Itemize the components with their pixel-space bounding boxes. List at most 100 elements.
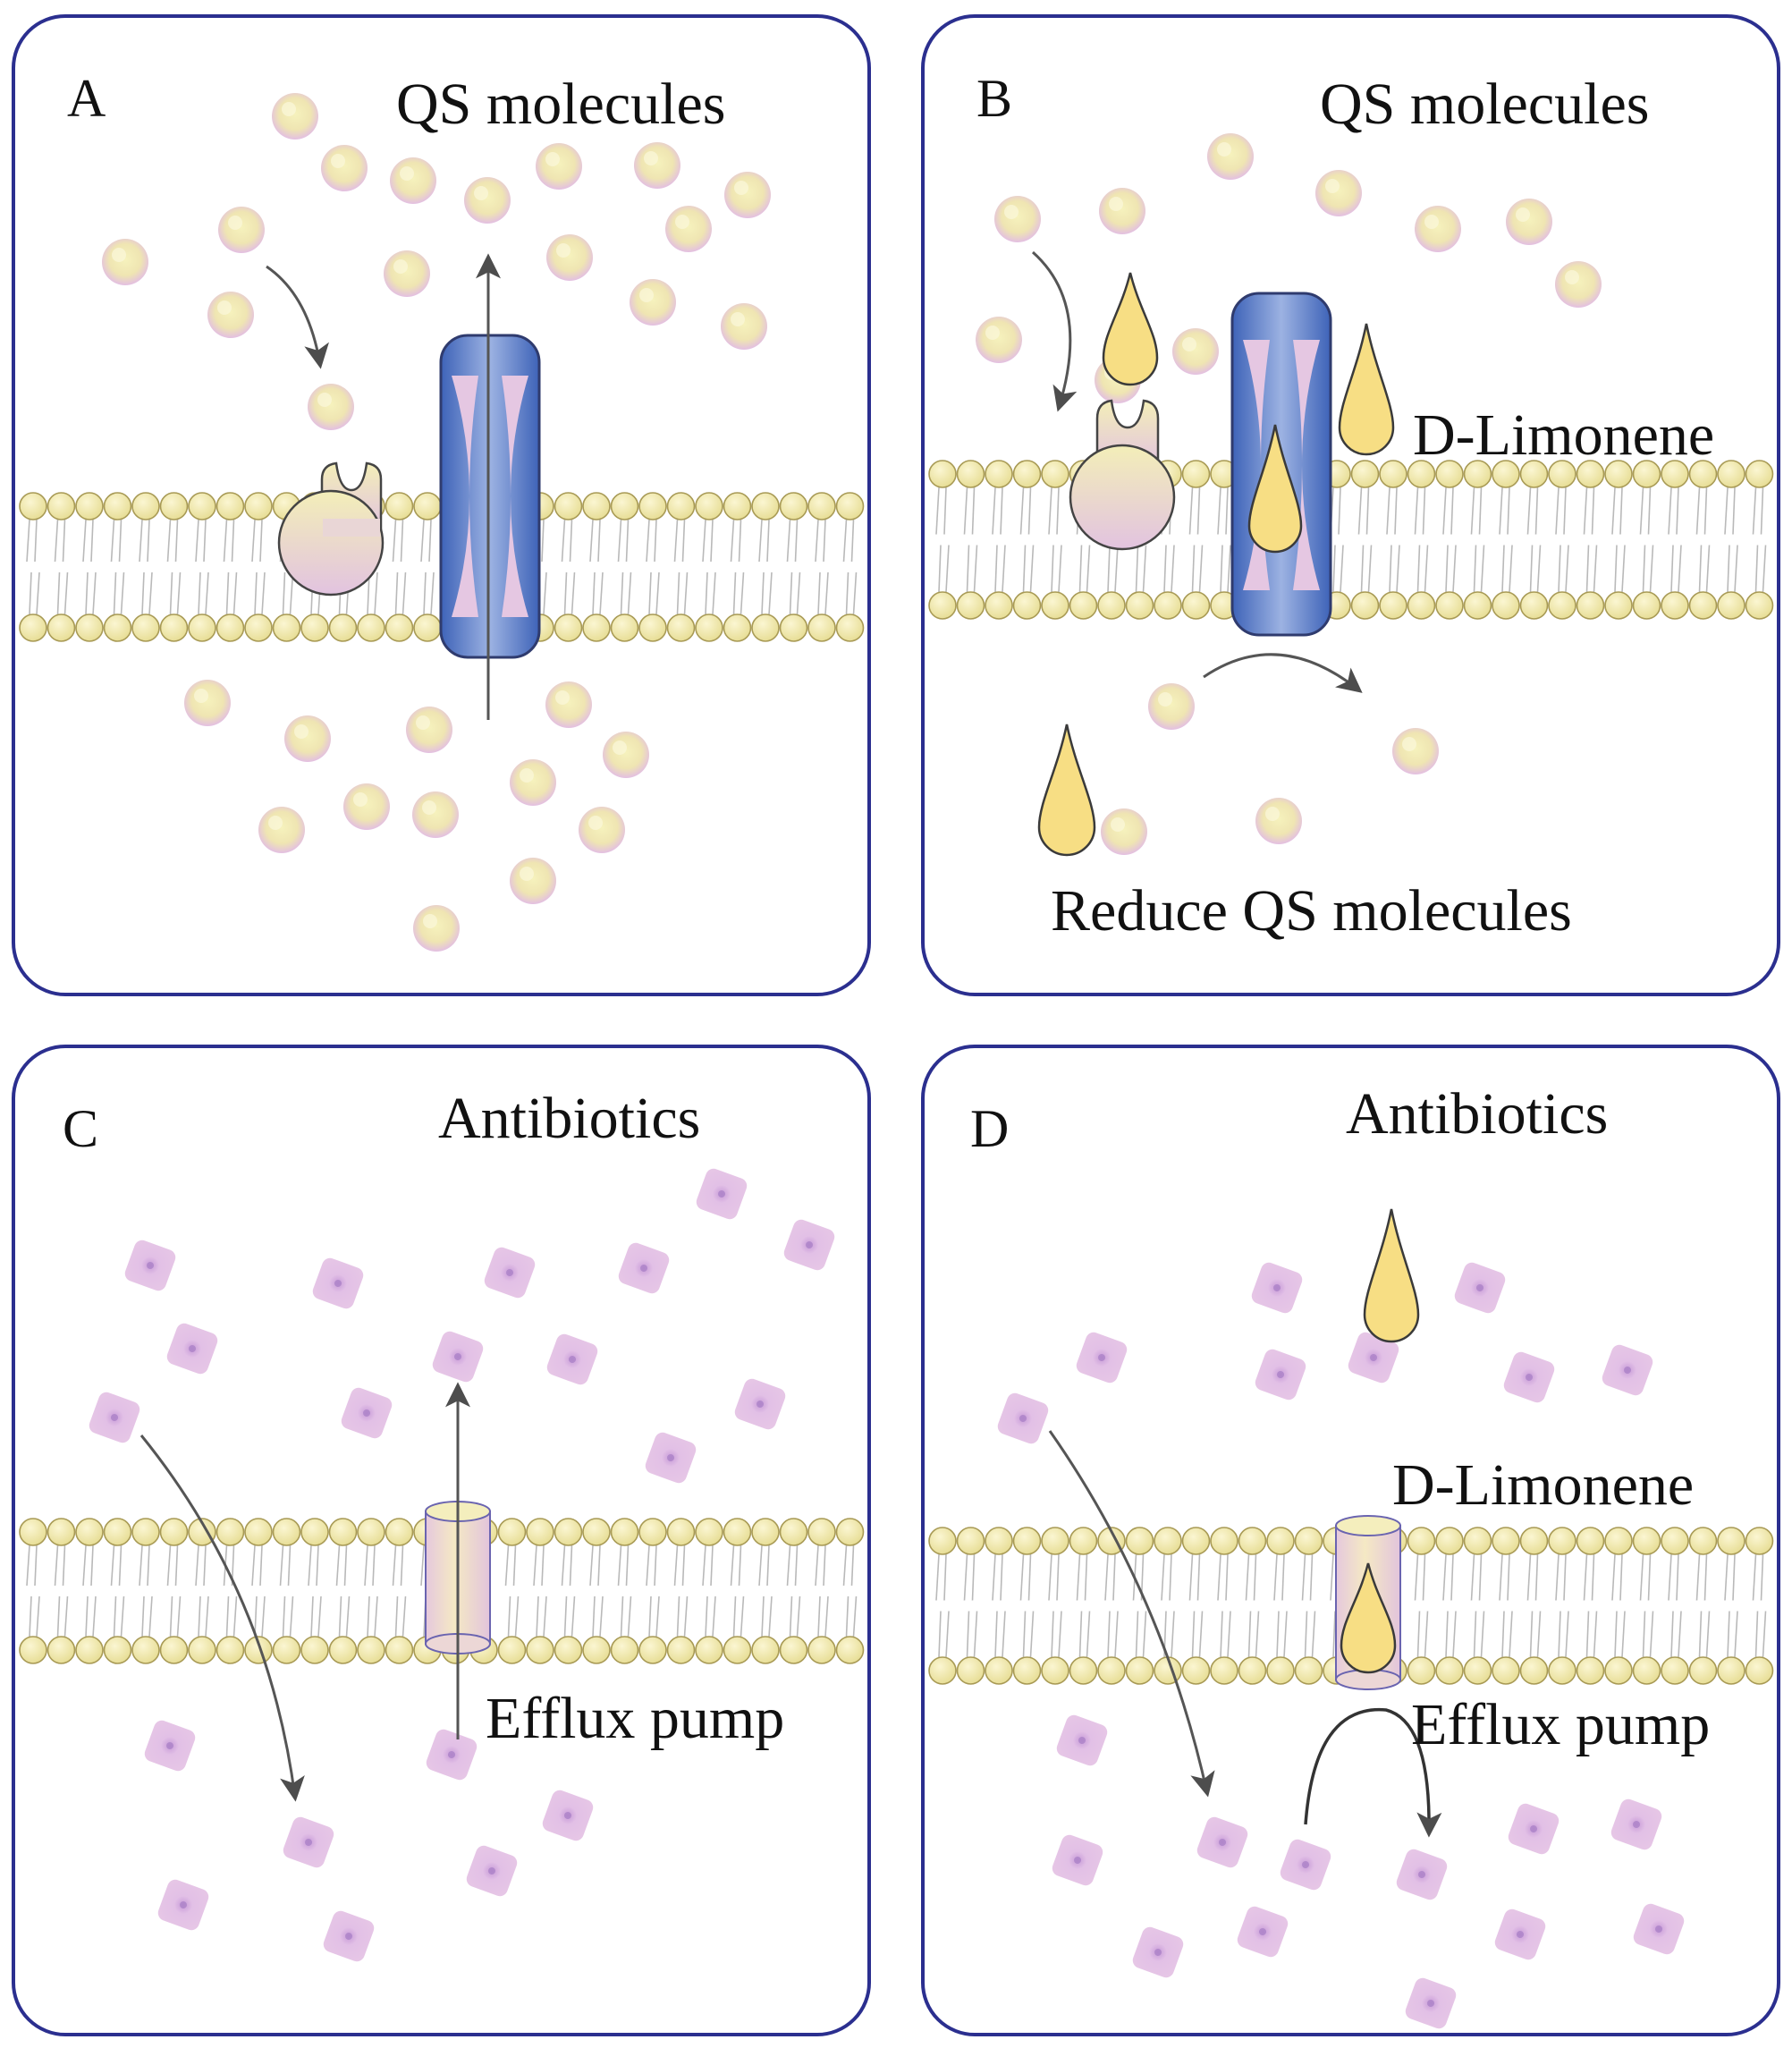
- receptor-icon: [277, 461, 385, 597]
- panel-b-letter: B: [976, 69, 1012, 128]
- influx-arrow: [139, 1434, 305, 1802]
- qs-molecule-icon: [603, 732, 649, 778]
- antibiotic-icon: [341, 1387, 393, 1439]
- qs-molecule-icon: [1148, 683, 1195, 730]
- qs-molecule-icon: [634, 142, 680, 189]
- qs-molecule-icon: [510, 858, 556, 904]
- antibiotic-icon: [466, 1845, 518, 1897]
- antibiotic-icon: [696, 1168, 748, 1220]
- antibiotic-icon: [1348, 1332, 1399, 1384]
- antibiotic-icon: [546, 1333, 598, 1385]
- qs-molecule-icon: [724, 172, 771, 218]
- qs-molecule-icon: [1506, 199, 1552, 245]
- qs-molecule-icon: [1101, 808, 1147, 855]
- qs-molecule-icon: [207, 292, 254, 338]
- qs-molecule-icon: [1315, 170, 1362, 216]
- panel-d-text: D Antibiotics D-Limonene Efflux pump: [970, 1081, 1710, 1757]
- limonene-drop-icon: [1340, 1562, 1397, 1674]
- blocked-efflux-arrow: [1304, 1707, 1442, 1838]
- influx-arrow: [1048, 1430, 1215, 1798]
- antibiotic-icon: [484, 1247, 536, 1299]
- membrane-channel-icon: [439, 334, 541, 659]
- antibiotic-icon: [1076, 1332, 1128, 1384]
- qs-molecule-icon: [1555, 261, 1602, 308]
- qs-molecule-icon: [1099, 188, 1145, 234]
- antibiotic-icon: [645, 1432, 697, 1484]
- qs-molecule-icon: [258, 807, 305, 853]
- qs-molecule-icon: [308, 384, 354, 430]
- antibiotic-icon: [166, 1323, 218, 1375]
- qs-molecule-icon: [413, 905, 460, 952]
- qs-molecule-icon: [390, 157, 436, 204]
- panel-c-letter: C: [63, 1099, 98, 1158]
- antibiotic-icon: [1132, 1926, 1184, 1978]
- reduced-export-arrow: [1203, 653, 1363, 693]
- antibiotic-icon: [1454, 1262, 1506, 1314]
- antibiotic-icon: [124, 1240, 176, 1291]
- antibiotic-icon: [283, 1816, 334, 1868]
- qs-molecule-icon: [630, 279, 676, 326]
- antibiotic-icon: [1503, 1351, 1555, 1403]
- limonene-drop-icon: [1037, 724, 1096, 857]
- qs-molecule-icon: [1172, 328, 1219, 375]
- qs-molecule-icon: [184, 680, 231, 726]
- qs-molecule-icon: [976, 317, 1022, 363]
- antibiotic-icon: [618, 1242, 670, 1294]
- panel-d-letter: D: [970, 1099, 1009, 1158]
- qs-molecules: [102, 93, 1602, 952]
- antibiotic-icon: [144, 1720, 196, 1772]
- panel-b-heading: QS molecules: [1320, 72, 1649, 137]
- qs-molecule-icon: [412, 791, 459, 838]
- antibiotics: [89, 1168, 1685, 2029]
- binding-arrow: [266, 265, 329, 369]
- panel-c-text: C Antibiotics Efflux pump: [63, 1086, 784, 1751]
- d-limonene-drops: [1037, 272, 1420, 1674]
- antibiotic-icon: [1255, 1349, 1306, 1401]
- qs-molecule-icon: [406, 707, 452, 753]
- panel-d-heading: Antibiotics: [1346, 1081, 1608, 1147]
- limonene-drop-icon: [1247, 424, 1303, 554]
- antibiotic-icon: [1508, 1803, 1560, 1855]
- qs-molecule-icon: [343, 783, 390, 830]
- panel-b-text: B QS molecules D-Limonene Reduce QS mole…: [976, 69, 1714, 944]
- panel-b-bottom-label: Reduce QS molecules: [1051, 878, 1572, 944]
- antibiotic-icon: [1602, 1344, 1653, 1396]
- panel-d-pump-label: Efflux pump: [1411, 1692, 1710, 1757]
- antibiotic-icon: [157, 1879, 209, 1931]
- panel-a-heading: QS molecules: [396, 72, 725, 137]
- qs-molecule-icon: [1207, 133, 1254, 180]
- qs-molecule-icon: [102, 239, 148, 285]
- qs-molecule-icon: [721, 303, 767, 350]
- antibiotic-icon: [997, 1392, 1049, 1444]
- binding-arrow: [1032, 250, 1078, 412]
- qs-molecule-icon: [384, 250, 430, 297]
- antibiotic-icon: [1405, 1977, 1457, 2029]
- qs-molecule-icon: [321, 145, 368, 191]
- qs-molecule-icon: [1255, 798, 1302, 844]
- panel-b-inhibitor-label: D-Limonene: [1413, 402, 1714, 468]
- limonene-drop-icon: [1363, 1208, 1420, 1343]
- antibiotic-icon: [783, 1219, 835, 1271]
- antibiotic-icon: [1633, 1903, 1685, 1955]
- qs-molecule-icon: [665, 206, 712, 252]
- limonene-drop-icon: [1102, 272, 1159, 386]
- antibiotic-icon: [89, 1392, 140, 1443]
- qs-molecule-icon: [546, 234, 593, 281]
- antibiotic-icon: [1280, 1839, 1331, 1891]
- antibiotic-icon: [1396, 1849, 1448, 1900]
- qs-molecule-icon: [284, 715, 331, 762]
- qs-molecule-icon: [464, 177, 511, 224]
- qs-molecule-icon: [536, 143, 582, 190]
- panel-a-structures: [266, 253, 541, 720]
- panel-d-inhibitor-label: D-Limonene: [1392, 1452, 1694, 1518]
- antibiotic-icon: [323, 1910, 375, 1962]
- qs-molecule-icon: [272, 93, 318, 140]
- receptor-icon: [1069, 399, 1176, 551]
- antibiotic-icon: [1610, 1798, 1662, 1850]
- antibiotic-icon: [432, 1331, 484, 1383]
- limonene-drop-icon: [1338, 323, 1395, 456]
- antibiotic-icon: [1196, 1816, 1248, 1868]
- qs-molecule-icon: [1392, 728, 1439, 774]
- antibiotic-icon: [1251, 1262, 1303, 1314]
